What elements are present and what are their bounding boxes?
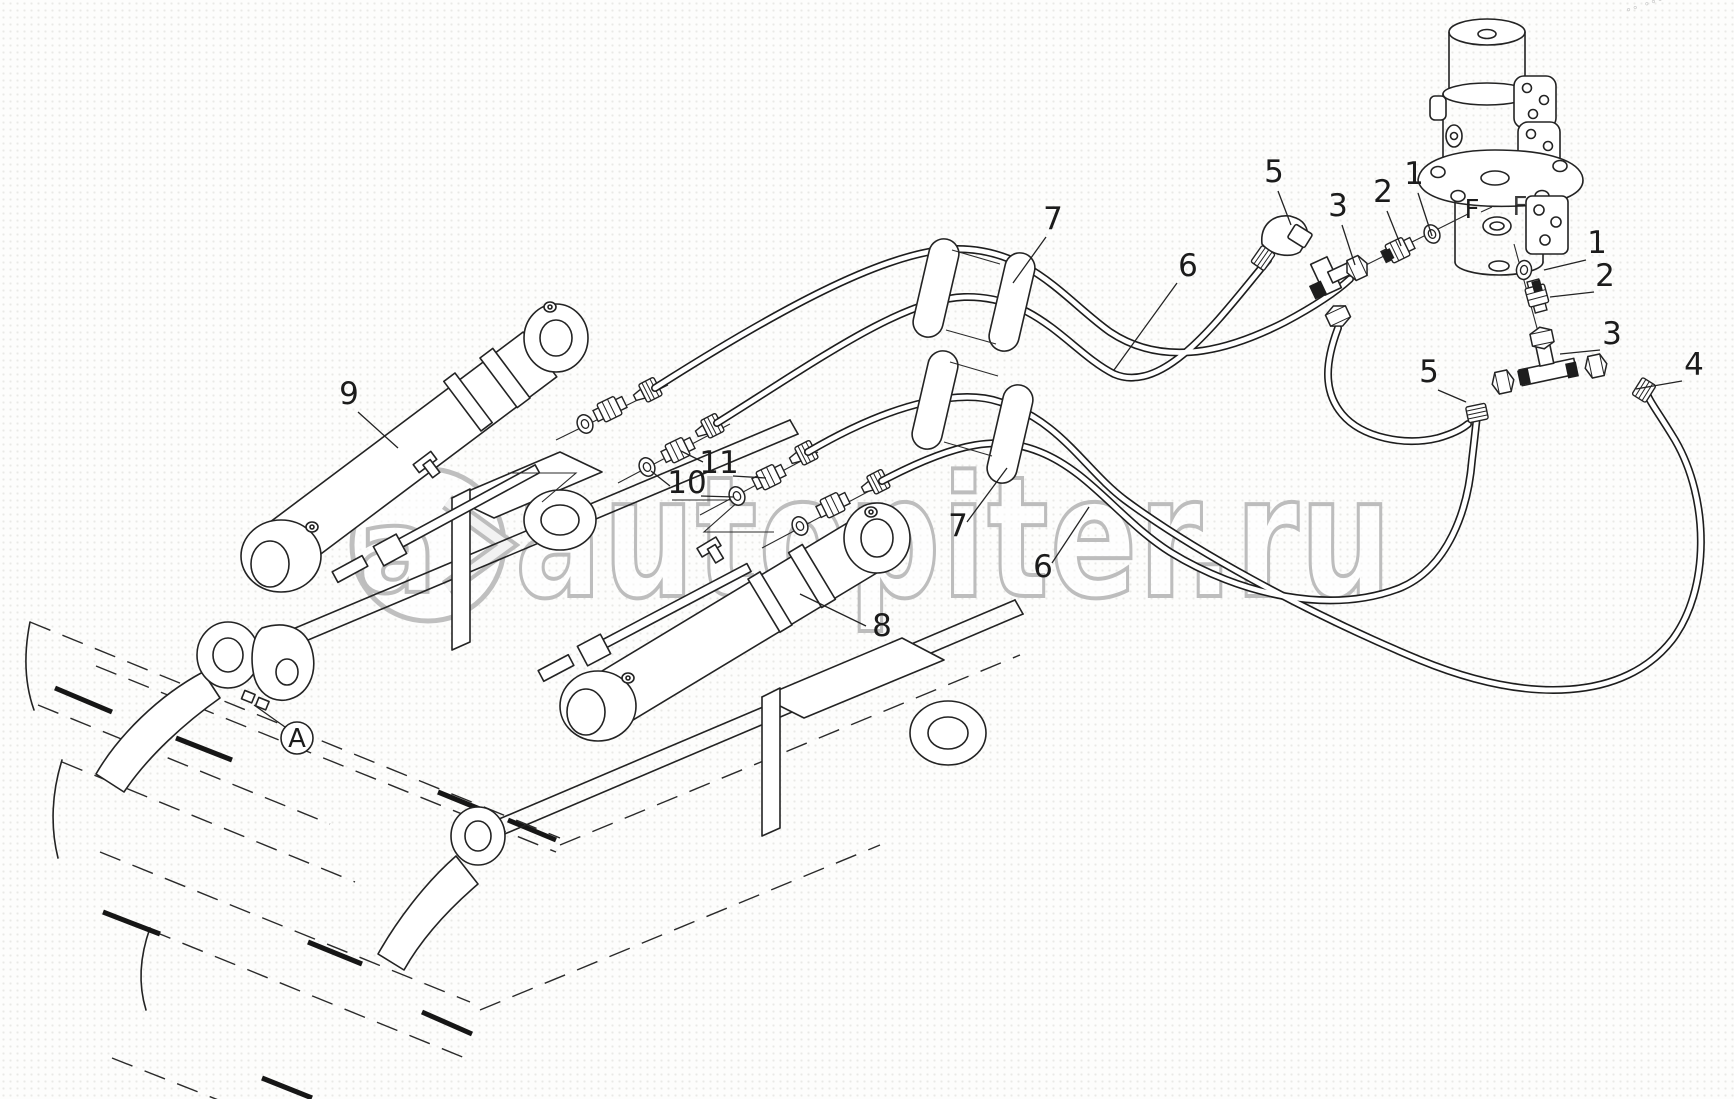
callout-2-upper: 2 [1373, 174, 1393, 210]
hex-nut [1322, 300, 1354, 332]
callout-11: 11 [699, 445, 738, 481]
callout-5-upper: 5 [1264, 154, 1284, 190]
hinge-bolt [254, 696, 270, 711]
callout-7-upper: 7 [1043, 201, 1063, 237]
port-mark-f-right: F [1513, 192, 1528, 222]
cylinder-mount-bracket-lower [761, 637, 987, 837]
callout-1-right: 1 [1587, 225, 1607, 261]
callout-6-upper: 6 [1178, 248, 1198, 284]
lift-cylinder-lower [537, 502, 911, 742]
rod-pin [331, 554, 369, 584]
lift-cylinder-upper [240, 301, 589, 593]
port-mark-f-left: F [1465, 195, 1480, 225]
callout-9: 9 [339, 376, 359, 412]
valve-side-flange [1513, 75, 1557, 129]
callout-labels: 9 11 10 8 7 6 7 6 5 3 2 1 F F 1 2 3 4 5 … [253, 154, 1704, 755]
callout-8: 8 [872, 608, 892, 644]
hose-end-nut [629, 376, 664, 408]
callout-7-lower: 7 [948, 508, 968, 544]
washer-fitting [573, 411, 597, 437]
callout-3-upper: 3 [1328, 188, 1348, 224]
blade-hinge-bracket-left [95, 621, 315, 793]
blade-hinge-bracket-right [377, 806, 506, 971]
clamp-band [912, 238, 960, 338]
callout-2-right: 2 [1595, 258, 1615, 294]
callout-4: 4 [1684, 347, 1704, 383]
valve-fitting-chains [1250, 206, 1657, 424]
callout-10: 10 [667, 465, 706, 501]
hinge-bolt [240, 689, 256, 704]
rod-pin [537, 653, 575, 683]
callout-3-right: 3 [1602, 316, 1622, 352]
callout-1-upper: 1 [1404, 156, 1424, 192]
hose-clamps [911, 238, 1036, 484]
washer-item-1 [1514, 258, 1534, 282]
cylinder-mount-bracket-upper [451, 451, 603, 651]
detail-circle-a [280, 721, 314, 755]
dozer-blade-outline [25, 621, 1021, 1099]
clamp-band [988, 252, 1036, 352]
corner-decoration: °° °°° [1626, 0, 1668, 19]
clamp-band [911, 350, 959, 450]
detail-label-a: A [288, 724, 306, 754]
watermark-autopiter: a autopiter.ru [349, 438, 1393, 638]
tee-right-nut [1582, 352, 1610, 380]
callout-6-lower: 6 [1033, 549, 1053, 585]
hose-ferrule-item-5 [1464, 402, 1490, 424]
swivel-valve-assembly [1417, 18, 1584, 276]
clamp-band [986, 384, 1034, 484]
watermark-text: autopiter.ru [515, 440, 1393, 636]
callout-5-lower: 5 [1419, 354, 1439, 390]
exploded-fitting-rows [508, 376, 906, 549]
tee-left-nut [1489, 368, 1517, 396]
